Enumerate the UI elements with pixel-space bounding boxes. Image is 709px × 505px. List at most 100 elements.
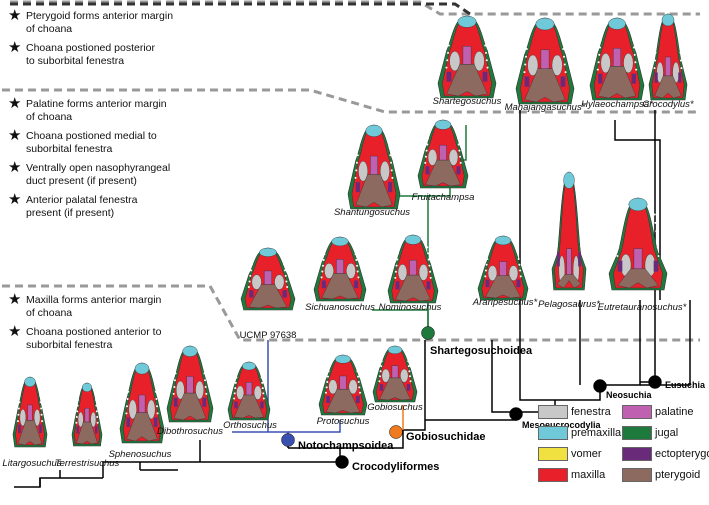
tooth-socket <box>426 143 429 146</box>
fenestra-region <box>324 263 334 279</box>
tooth-socket <box>616 254 619 257</box>
ectopterygoid-region <box>617 260 623 272</box>
tooth-socket <box>233 392 236 395</box>
tooth-socket <box>262 397 265 400</box>
tooth-socket <box>249 274 252 277</box>
premaxilla-region <box>628 197 648 212</box>
tooth-socket <box>428 264 431 267</box>
premaxilla-region <box>494 235 512 246</box>
tooth-socket <box>457 143 460 146</box>
legend-swatch <box>538 468 568 482</box>
skull-illustration <box>551 171 587 291</box>
tooth-socket <box>235 371 238 374</box>
tooth-socket <box>284 274 287 277</box>
taxon-label: Shantungosuchus <box>334 207 410 218</box>
tooth-socket <box>234 381 237 384</box>
palatine-region <box>633 248 643 270</box>
tooth-socket <box>282 258 285 261</box>
tooth-socket <box>599 39 602 42</box>
fenestra-region <box>253 385 262 400</box>
tooth-socket <box>324 391 327 394</box>
skull-illustration <box>12 376 48 448</box>
fenestra-region <box>508 265 519 282</box>
premaxilla-region <box>563 171 575 189</box>
tooth-socket <box>355 161 358 164</box>
legend-item: jugal <box>622 426 678 440</box>
tooth-socket <box>519 269 522 272</box>
legend-swatch <box>538 447 568 461</box>
pterygoid-region <box>76 421 98 445</box>
separator-line <box>2 284 700 342</box>
star-icon: ★ <box>8 190 22 208</box>
tooth-socket <box>599 46 602 49</box>
pterygoid-region <box>524 68 566 103</box>
tooth-socket <box>485 59 488 62</box>
premaxilla-region <box>134 362 150 375</box>
ectopterygoid-region <box>249 290 254 298</box>
tooth-socket <box>202 365 205 368</box>
tooth-socket <box>356 154 359 157</box>
premaxilla-region <box>365 124 383 137</box>
tooth-socket <box>262 392 265 395</box>
tooth-socket <box>524 63 527 66</box>
tooth-socket <box>632 39 635 42</box>
tooth-socket <box>517 252 520 255</box>
palatine-region <box>409 259 417 276</box>
ectopterygoid-region <box>173 397 178 407</box>
branch-line <box>555 385 601 401</box>
tooth-socket <box>125 412 128 415</box>
pterygoid-region <box>321 273 359 300</box>
skull-illustration <box>318 354 368 416</box>
ectopterygoid-region <box>678 72 682 83</box>
star-icon: ★ <box>8 290 22 308</box>
ectopterygoid-region <box>18 424 21 433</box>
tooth-socket <box>356 270 359 273</box>
skull-illustration <box>387 234 439 304</box>
palatine-region <box>499 261 507 276</box>
tooth-socket <box>285 280 288 283</box>
tooth-socket <box>557 202 560 205</box>
tooth-socket <box>556 224 559 227</box>
character-item: ★ Pterygoid forms anterior margin of cho… <box>8 6 174 35</box>
premaxilla-region <box>81 382 92 393</box>
tooth-socket <box>618 238 621 241</box>
pterygoid-region <box>173 392 207 421</box>
palatine-region <box>439 144 447 161</box>
clade-label: Eusuchia <box>665 380 706 390</box>
tooth-socket <box>354 176 357 179</box>
clade-label: Mesoeucrocodylia <box>522 420 602 430</box>
legend-item: pterygoid <box>622 468 700 482</box>
clade-label: Gobiosuchidae <box>406 431 485 443</box>
tooth-socket <box>445 66 448 69</box>
tooth-socket <box>656 246 659 249</box>
fenestra-region <box>380 160 390 182</box>
clade-label: Neosuchia <box>606 390 653 400</box>
tooth-socket <box>388 146 391 149</box>
tooth-socket <box>408 370 411 373</box>
tooth-socket <box>557 213 560 216</box>
tooth-socket <box>555 245 558 248</box>
tooth-socket <box>558 192 561 195</box>
palatine-region <box>540 49 550 69</box>
tooth-socket <box>76 404 79 407</box>
tooth-socket <box>156 412 159 415</box>
pterygoid-region <box>556 274 582 289</box>
separator-line <box>10 0 700 16</box>
tooth-socket <box>389 154 392 157</box>
tooth-socket <box>654 51 657 54</box>
premaxilla-region <box>387 345 403 355</box>
palatine-region <box>186 376 194 394</box>
tooth-socket <box>487 246 490 249</box>
branch-line <box>403 340 426 431</box>
tooth-socket <box>518 263 521 266</box>
tooth-socket <box>354 253 357 256</box>
branch-line <box>425 412 517 421</box>
clade-label: Crocodyliformes <box>352 461 439 473</box>
character-item: ★ Anterior palatal fenestra present (if … <box>8 190 138 219</box>
taxon-label: Mahajangasuchus* <box>505 102 586 113</box>
pterygoid-region <box>617 268 659 289</box>
tooth-socket <box>39 394 42 397</box>
ectopterygoid-region <box>560 76 566 87</box>
fenestra-region <box>348 379 358 395</box>
pterygoid-region <box>597 66 637 99</box>
